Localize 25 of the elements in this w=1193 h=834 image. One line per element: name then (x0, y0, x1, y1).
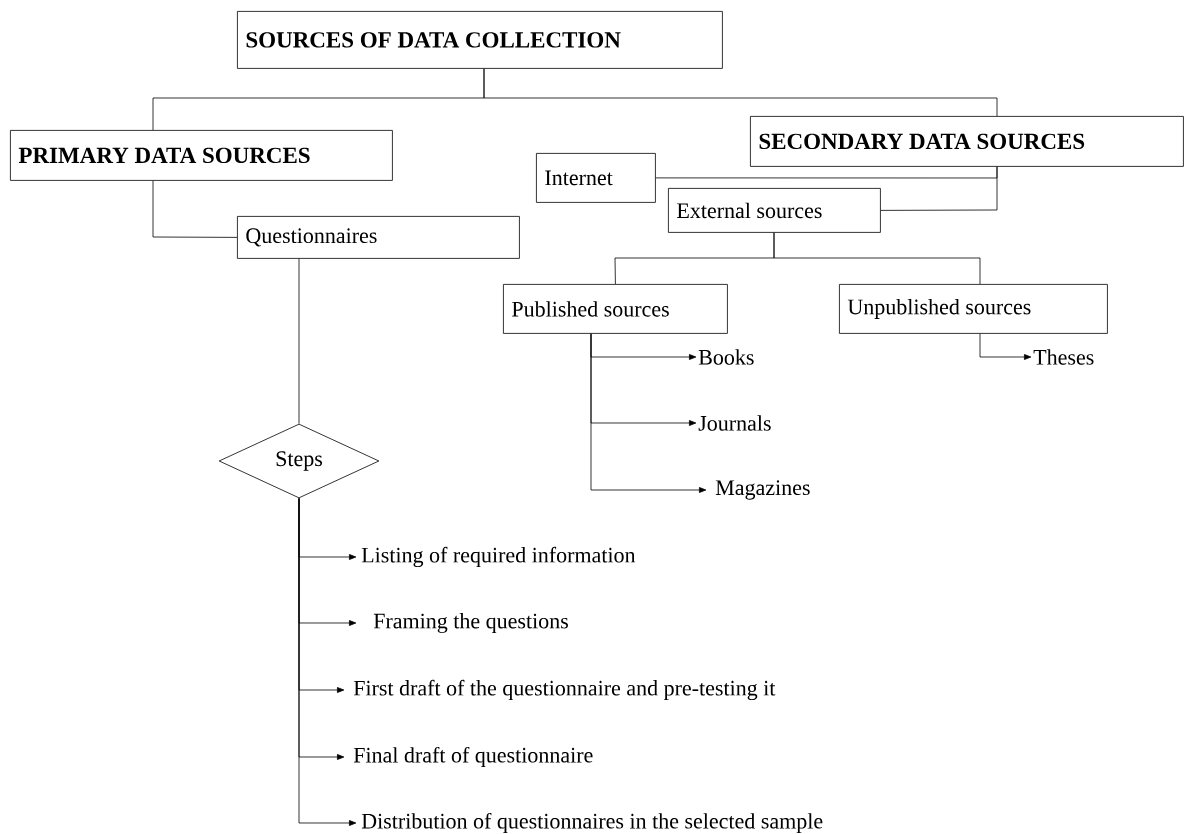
connector (590, 333, 707, 493)
item-label: Theses (1033, 349, 1094, 365)
step-label: Framing the questions (373, 613, 568, 633)
connector (152, 180, 238, 238)
step-label: First draft of the questionnaire and pre-testing it (353, 679, 776, 701)
item-label: Books (698, 349, 754, 365)
category-box: PRIMARY DATA SOURCES (10, 130, 393, 181)
category-box: SECONDARY DATA SOURCES (750, 116, 1184, 167)
step-label: Final draft of questionnaire (353, 746, 593, 768)
title-box: SOURCES OF DATA COLLECTION (237, 11, 723, 69)
source-box: Unpublished sources (839, 284, 1108, 334)
source-box: External sources (668, 188, 881, 233)
step-label: Distribution of questionnaires in the selected sample (361, 812, 823, 834)
step-label: Listing of required information (361, 546, 636, 568)
item-label: Journals (698, 415, 771, 431)
connector (773, 232, 981, 285)
connector (880, 166, 998, 211)
connector (298, 258, 300, 424)
connector (483, 68, 998, 117)
item-label: Magazines (715, 480, 810, 500)
method-box: Questionnaires (237, 216, 520, 259)
connector (298, 498, 357, 826)
source-box: Published sources (503, 284, 728, 334)
connector (979, 333, 1032, 360)
source-box: Internet (536, 153, 656, 203)
